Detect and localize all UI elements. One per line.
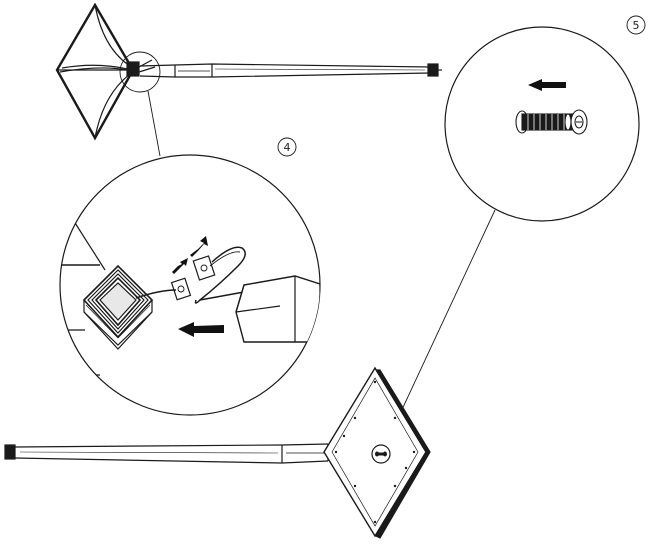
connector-arrow-2 [172,258,188,274]
connector-left [170,277,192,301]
leader-line-4 [147,90,161,157]
detail-view-step-5 [444,26,640,222]
screw-location-icon [375,451,387,457]
top-lamp-base [126,59,156,77]
detail-view-step-4 [59,154,321,416]
connector-arrow-1 [190,236,208,257]
left-arrow-icon [178,322,224,337]
step-5-badge: 5 [626,15,646,35]
left-arrow-icon-step5 [528,79,566,91]
bottom-lamp-plate [323,366,431,539]
top-lamp-assembly [55,2,442,141]
bottom-lamp-pole [4,443,329,464]
connector-right [192,255,216,281]
step-5-label: 5 [633,19,640,32]
socket-cable [135,289,177,299]
step-4-badge: 4 [277,137,297,157]
cable-loop [194,246,246,304]
top-lamp-pole [139,63,442,78]
screw-icon [515,109,588,135]
bottom-lamp-assembly [4,366,431,539]
leader-line-5 [384,209,496,447]
pole-tube [235,275,320,343]
lamp-socket-frame [82,264,154,350]
step-4-label: 4 [284,141,291,154]
plate-screw-holes [334,380,416,524]
detail-marker-top [119,51,161,93]
top-lamp-shade [55,2,135,141]
